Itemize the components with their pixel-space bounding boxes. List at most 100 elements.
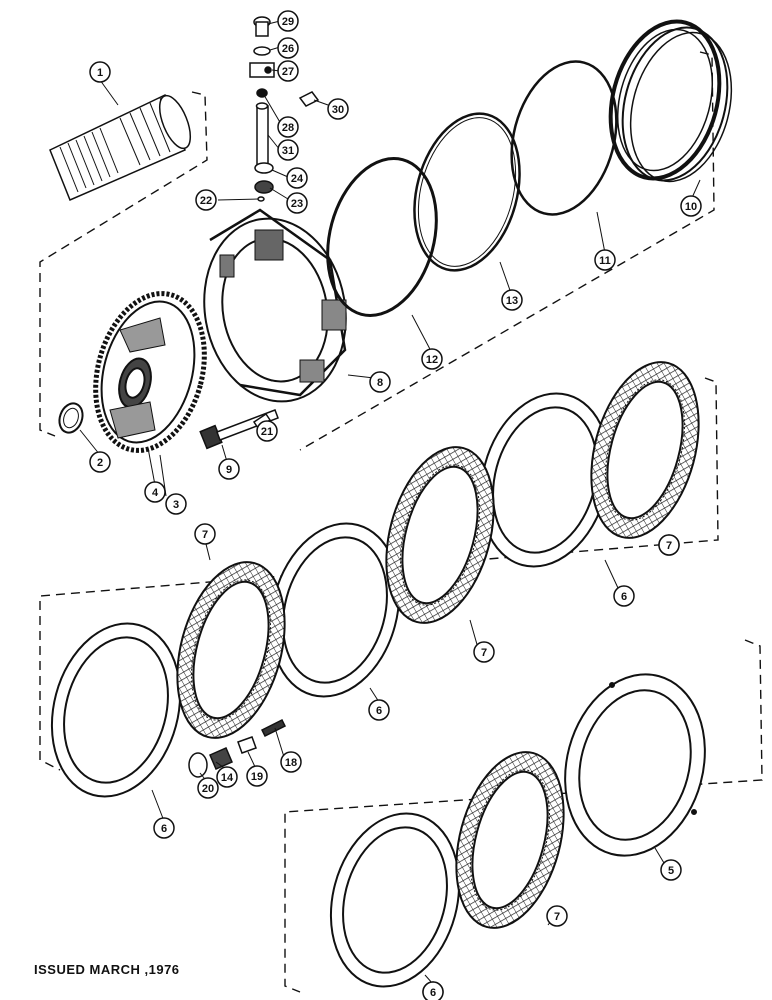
callout-number: 20	[202, 783, 214, 795]
callout-number: 7	[666, 540, 672, 552]
snap-ring-part	[58, 402, 84, 434]
callout-labels: 1234566666777778910111213141819202122232…	[89, 10, 702, 1000]
callout-circle	[89, 451, 111, 473]
callout-circle	[246, 765, 268, 787]
callout-6: 6	[613, 585, 635, 607]
callout-number: 6	[161, 823, 167, 835]
callout-circle	[286, 192, 308, 214]
callout-number: 6	[376, 705, 382, 717]
callout-11: 11	[594, 249, 616, 271]
callout-26: 26	[277, 37, 299, 59]
callout-number: 11	[599, 255, 611, 267]
callout-number: 28	[282, 122, 294, 134]
callout-4: 4	[144, 481, 166, 503]
callout-2: 2	[89, 451, 111, 473]
callout-circle	[422, 981, 444, 1000]
callout-circle	[658, 534, 680, 556]
callout-18: 18	[280, 751, 302, 773]
dashed-group-lines	[39, 51, 763, 993]
callout-circle	[473, 641, 495, 663]
callout-number: 26	[282, 43, 294, 55]
callout-12: 12	[421, 348, 443, 370]
callout-circle	[369, 371, 391, 393]
callout-circle	[277, 60, 299, 82]
callout-circle	[144, 481, 166, 503]
callout-7: 7	[194, 523, 216, 545]
disc-teeth-marks	[191, 379, 685, 911]
callout-number: 7	[481, 647, 487, 659]
callout-circle	[153, 817, 175, 839]
callout-number: 10	[685, 201, 697, 213]
callout-number: 13	[506, 295, 518, 307]
callout-number: 5	[668, 865, 674, 877]
callout-number: 8	[377, 377, 383, 389]
callout-circle	[546, 905, 568, 927]
callout-number: 1	[97, 67, 103, 79]
callout-number: 7	[554, 911, 560, 923]
callout-circle	[421, 348, 443, 370]
callout-number: 4	[152, 487, 159, 499]
callout-number: 31	[282, 145, 294, 157]
callout-circle	[594, 249, 616, 271]
callout-circle	[613, 585, 635, 607]
clutch-housing-part	[203, 208, 347, 403]
callout-31: 31	[277, 139, 299, 161]
callout-7: 7	[473, 641, 495, 663]
callout-14: 14	[216, 766, 238, 788]
callout-number: 18	[285, 757, 297, 769]
callout-circle	[277, 139, 299, 161]
callout-28: 28	[277, 116, 299, 138]
callout-7: 7	[546, 905, 568, 927]
callout-23: 23	[286, 192, 308, 214]
callout-circle	[501, 289, 523, 311]
callout-19: 19	[246, 765, 268, 787]
callout-8: 8	[369, 371, 391, 393]
callout-circle	[277, 10, 299, 32]
callout-5: 5	[660, 859, 682, 881]
callout-number: 3	[173, 499, 179, 511]
callout-circle	[277, 37, 299, 59]
callout-27: 27	[277, 60, 299, 82]
callout-number: 12	[426, 354, 438, 366]
callout-6: 6	[422, 981, 444, 1000]
callout-number: 29	[282, 16, 294, 28]
callout-number: 22	[200, 195, 212, 207]
callout-circle	[165, 493, 187, 515]
callout-circle	[368, 699, 390, 721]
callout-24: 24	[286, 167, 308, 189]
callout-21: 21	[256, 420, 278, 442]
callout-circle	[194, 523, 216, 545]
callout-10: 10	[680, 195, 702, 217]
callout-number: 23	[291, 198, 303, 210]
callout-7: 7	[658, 534, 680, 556]
callout-circle	[327, 98, 349, 120]
callout-number: 30	[332, 104, 344, 116]
callout-number: 9	[226, 464, 232, 476]
callout-1: 1	[89, 61, 111, 83]
o-ring-parts	[326, 60, 618, 317]
shaft-part	[49, 93, 192, 201]
callout-circle	[195, 189, 217, 211]
callout-29: 29	[277, 10, 299, 32]
callout-circle	[256, 420, 278, 442]
callout-circle	[218, 458, 240, 480]
callout-number: 7	[202, 529, 208, 541]
callout-circle	[216, 766, 238, 788]
leader-lines	[79, 20, 701, 985]
callout-circle	[89, 61, 111, 83]
steel-plate-parts	[50, 392, 611, 988]
callout-number: 21	[261, 426, 273, 438]
piston-part	[608, 19, 733, 183]
callout-22: 22	[195, 189, 217, 211]
callout-9: 9	[218, 458, 240, 480]
callout-number: 6	[621, 591, 627, 603]
callout-number: 24	[291, 173, 304, 185]
gear-part	[93, 291, 207, 453]
callout-13: 13	[501, 289, 523, 311]
callout-6: 6	[153, 817, 175, 839]
callout-circle	[197, 777, 219, 799]
callout-circle	[286, 167, 308, 189]
issued-date-footer: ISSUED MARCH ,1976	[34, 962, 180, 977]
callout-6: 6	[368, 699, 390, 721]
callout-30: 30	[327, 98, 349, 120]
